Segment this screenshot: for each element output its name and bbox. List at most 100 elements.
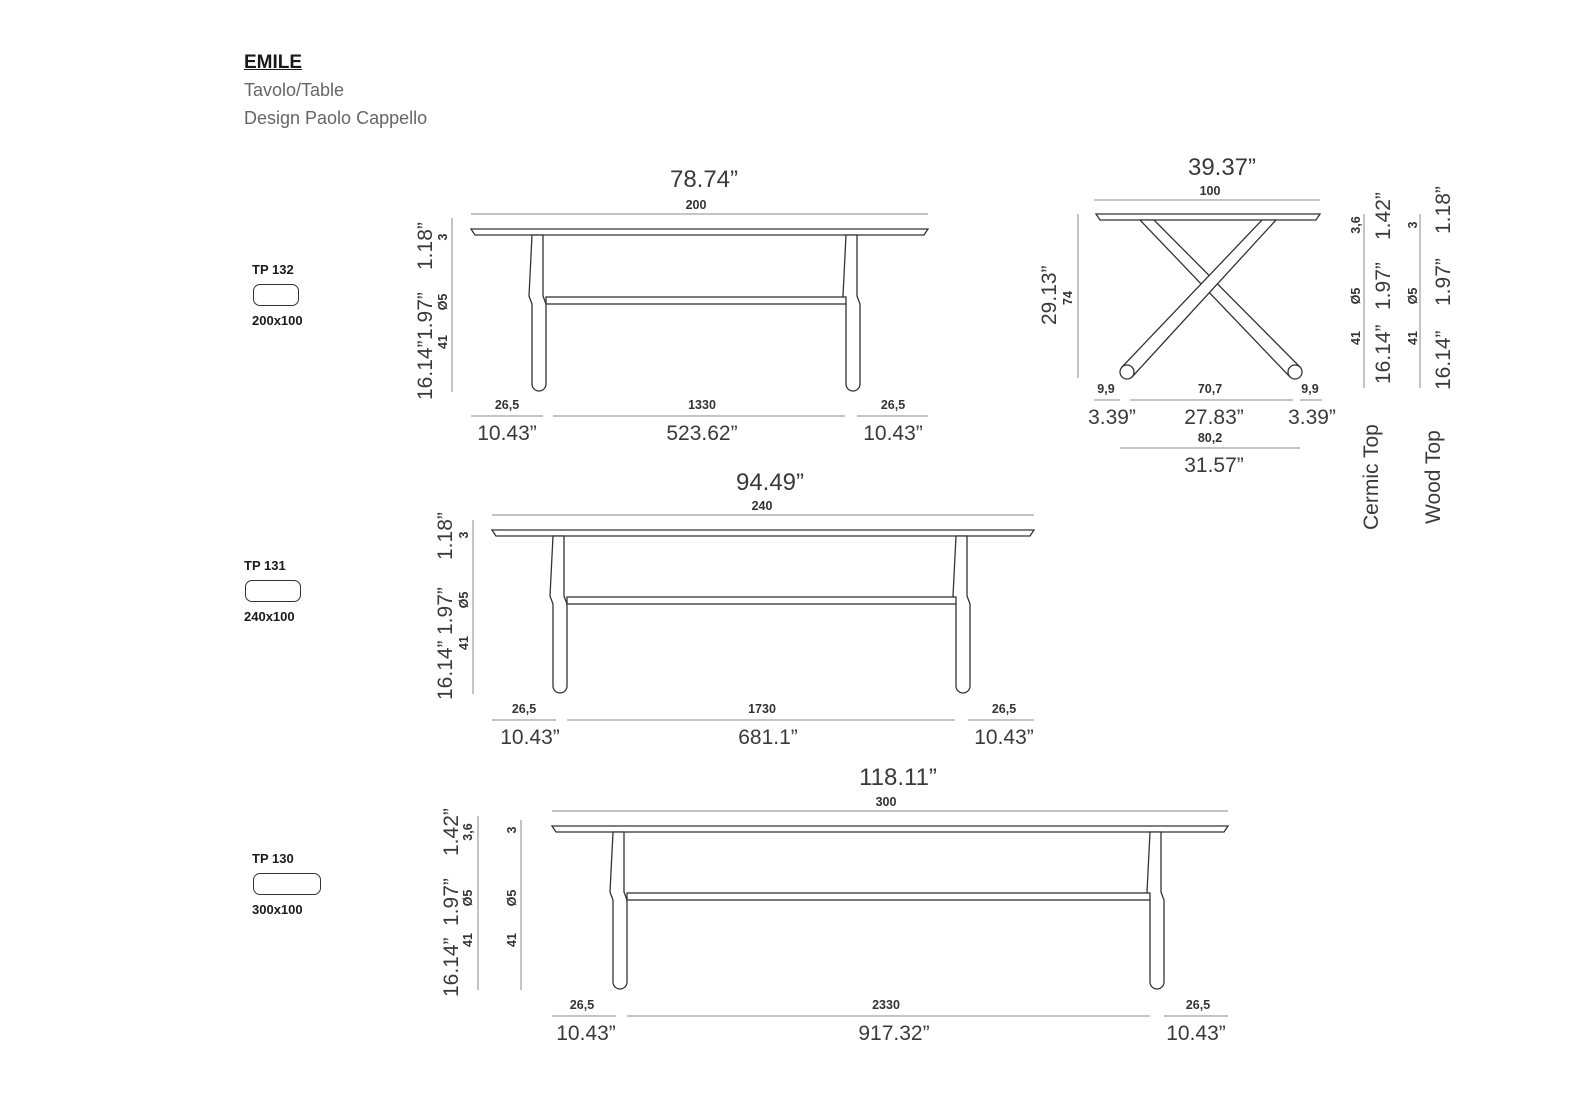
product-name: EMILE <box>244 52 303 73</box>
side-foot-mid-in: 27.83” <box>1184 406 1244 429</box>
side-width-in: 39.37” <box>1188 154 1256 181</box>
table-leg <box>1121 219 1278 378</box>
tp130-rail2-cm: 41 <box>505 933 519 947</box>
side-foot-mid-cm: 70,7 <box>1198 382 1222 396</box>
wood-top-cm: 3 <box>1406 221 1420 228</box>
ceramic-rail-in: 16.14” <box>1372 324 1395 384</box>
wood-leg-cm: Ø5 <box>1406 288 1420 305</box>
tp130-front-view: 118.11” 300 1.42” 3,6 1.97” Ø5 16.14” 41… <box>440 764 1230 1045</box>
top-variant-ceramic: 3,6 1.42” Ø5 1.97” 41 16.14” Cermic Top <box>1349 192 1395 530</box>
tp130-leg2-cm: Ø5 <box>505 890 519 907</box>
tp132-front-view: 78.74” 200 1.18” 3 1.97” Ø5 16.14” 41 26… <box>414 166 930 445</box>
top-variant-wood: 3 1.18” Ø5 1.97” 41 16.14” Wood Top <box>1406 186 1455 524</box>
ceramic-top-cm: 3,6 <box>1349 216 1363 233</box>
tp131-over-left-in: 10.43” <box>500 726 560 749</box>
wood-top-label: Wood Top <box>1422 430 1445 524</box>
tp132-rail-cm: 41 <box>436 335 450 349</box>
model-tp130: TP 130 300x100 <box>252 851 332 917</box>
side-height-in: 29.13” <box>1038 265 1061 325</box>
tp131-length-in: 94.49” <box>736 469 804 496</box>
tp131-length-cm: 240 <box>752 499 773 513</box>
model-size: 200x100 <box>252 313 303 328</box>
wood-leg-in: 1.97” <box>1432 258 1455 306</box>
tp130-top-in: 1.42” <box>440 808 463 856</box>
tp130-length-cm: 300 <box>876 795 897 809</box>
tp131-leg-in: 1.97” <box>434 587 457 635</box>
tp130-rail-cm: 41 <box>461 933 475 947</box>
tp131-over-left-cm: 26,5 <box>512 702 536 716</box>
tp131-span-cm: 1730 <box>748 702 776 716</box>
table-leg <box>952 535 971 694</box>
ceramic-top-label: Cermic Top <box>1360 424 1383 530</box>
side-foot-left-cm: 9,9 <box>1097 382 1114 396</box>
model-size: 240x100 <box>244 609 295 624</box>
tp132-top-cm: 3 <box>436 233 450 240</box>
model-code: TP 131 <box>244 558 286 573</box>
tp132-length-in: 78.74” <box>670 166 738 193</box>
tp131-rail-cm: 41 <box>457 636 471 650</box>
product-type: Tavolo/Table <box>244 80 345 100</box>
tp130-over-left-in: 10.43” <box>556 1022 616 1045</box>
tp130-leg-cm: Ø5 <box>461 890 475 907</box>
tp131-top-in: 1.18” <box>434 512 457 560</box>
tp130-length-in: 118.11” <box>859 764 937 791</box>
tp132-leg-cm: Ø5 <box>436 294 450 311</box>
table-leg <box>528 234 547 392</box>
table-top-icon <box>245 580 301 602</box>
table-rail <box>545 296 847 305</box>
tp132-leg-in: 1.97” <box>414 292 437 340</box>
table-rail <box>626 892 1151 901</box>
tp130-top-cm: 3,6 <box>461 823 475 840</box>
wood-rail-in: 16.14” <box>1432 330 1455 390</box>
ceramic-leg-cm: Ø5 <box>1349 288 1363 305</box>
wood-top-in: 1.18” <box>1432 186 1455 234</box>
tp131-over-right-cm: 26,5 <box>992 702 1016 716</box>
table-leg <box>549 535 568 694</box>
model-tp132: TP 132 200x100 <box>252 262 332 328</box>
table-rail <box>566 596 957 605</box>
tp132-over-right-in: 10.43” <box>863 422 923 445</box>
tp132-top-in: 1.18” <box>414 222 437 270</box>
side-foot-right-cm: 9,9 <box>1301 382 1318 396</box>
product-designer: Design Paolo Cappello <box>244 108 428 128</box>
side-height-cm: 74 <box>1061 291 1075 305</box>
side-foot-right-in: 3.39” <box>1288 406 1336 429</box>
table-top <box>550 825 1230 833</box>
table-leg <box>1146 831 1165 990</box>
tp130-over-right-in: 10.43” <box>1166 1022 1226 1045</box>
table-top-icon <box>253 873 321 895</box>
table-top <box>490 529 1036 537</box>
tp132-span-in: 523.62” <box>666 422 737 445</box>
side-base-in: 31.57” <box>1184 454 1244 477</box>
model-code: TP 132 <box>252 262 294 277</box>
tp130-top2-cm: 3 <box>505 826 519 833</box>
wood-rail-cm: 41 <box>1406 331 1420 345</box>
tp130-leg-in: 1.97” <box>440 878 463 926</box>
tp132-over-left-in: 10.43” <box>477 422 537 445</box>
tp130-span-cm: 2330 <box>872 998 900 1012</box>
leg-foot <box>1287 364 1303 380</box>
ceramic-leg-in: 1.97” <box>1372 262 1395 310</box>
model-code: TP 130 <box>252 851 294 866</box>
tp131-over-right-in: 10.43” <box>974 726 1034 749</box>
ceramic-rail-cm: 41 <box>1349 331 1363 345</box>
tp131-top-cm: 3 <box>457 531 471 538</box>
tp130-over-left-cm: 26,5 <box>570 998 594 1012</box>
side-view: 39.37” 100 29.13” 74 9,9 70,7 9,9 3.39” … <box>1038 154 1336 477</box>
tp131-rail-in: 16.14” <box>434 640 457 700</box>
tp132-span-cm: 1330 <box>688 398 716 412</box>
side-foot-left-in: 3.39” <box>1088 406 1136 429</box>
tp132-rail-in: 16.14” <box>414 340 437 400</box>
ceramic-top-in: 1.42” <box>1372 192 1395 240</box>
tp130-over-right-cm: 26,5 <box>1186 998 1210 1012</box>
model-size: 300x100 <box>252 902 303 917</box>
table-leg <box>842 234 861 392</box>
side-width-cm: 100 <box>1200 184 1221 198</box>
table-leg <box>609 831 628 990</box>
leg-foot <box>1119 364 1135 380</box>
table-top <box>469 228 930 236</box>
tp131-span-in: 681.1” <box>738 726 798 749</box>
tp132-over-left-cm: 26,5 <box>495 398 519 412</box>
tp130-span-in: 917.32” <box>858 1022 929 1045</box>
